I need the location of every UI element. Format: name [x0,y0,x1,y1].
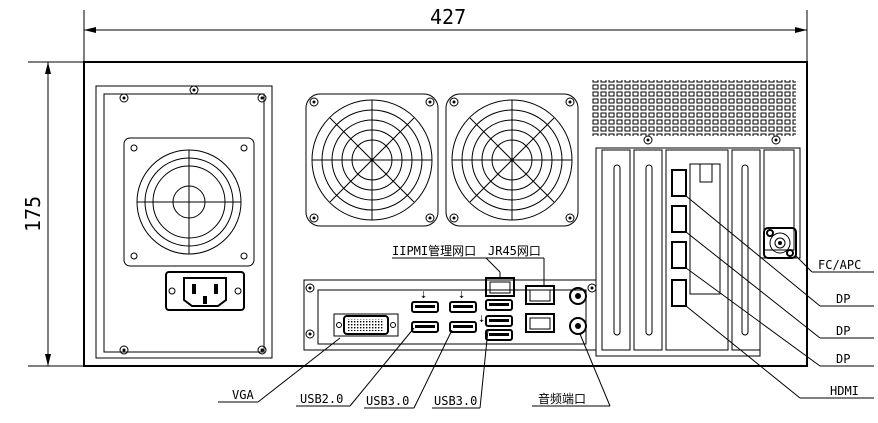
dp-label-3: DP [836,352,850,366]
rj45-port-2 [525,313,555,333]
rj45-port-1 [525,285,555,305]
audio-label: 音频端口 [538,391,586,406]
usb30-label-b: USB3.0 [434,394,477,408]
usb30-ports-b: ⇣ [478,299,513,341]
audio-ports [569,287,587,335]
usb-symbol-icon: ⇣ [420,287,427,301]
width-dimension: 427 [83,5,808,62]
usb-symbol-icon: ⇣ [478,311,485,325]
power-supply [95,85,273,359]
leader-lines [218,195,874,409]
ac-inlet [165,271,245,311]
fc-apc-connector [763,227,797,259]
dp-port-3 [671,241,687,269]
chassis-fan-right [445,93,579,227]
dp-port-2 [671,205,687,233]
usb-symbol-icon: ⇣ [458,287,465,301]
height-dimension: 175 [21,61,84,367]
hdmi-label: HDMI [830,384,859,398]
io-panel: ⇣ ⇣ ⇣ [303,277,597,351]
dp-label-2: DP [836,324,850,338]
vent-grid [592,80,796,136]
chassis-outline [83,61,808,367]
expansion-slots [595,147,801,357]
chassis-fan-left [305,93,439,227]
usb30-label-a: USB3.0 [366,394,409,408]
dp-port-1 [671,169,687,197]
dp-label-1: DP [836,292,850,306]
fc-apc-label: FC/APC [818,258,861,272]
usb20-label: USB2.0 [300,392,343,406]
ipmi-label: IIPMI管理网口 [392,243,476,258]
vga-port [333,313,399,337]
usb20-ports: ⇣ [411,287,439,333]
vga-label: VGA [232,388,254,402]
rj45-label: JR45网口 [488,244,541,258]
height-dimension-label: 175 [21,196,45,232]
hdmi-port [671,279,687,307]
width-dimension-label: 427 [430,5,466,29]
usb30-ports-a: ⇣ [449,287,477,333]
